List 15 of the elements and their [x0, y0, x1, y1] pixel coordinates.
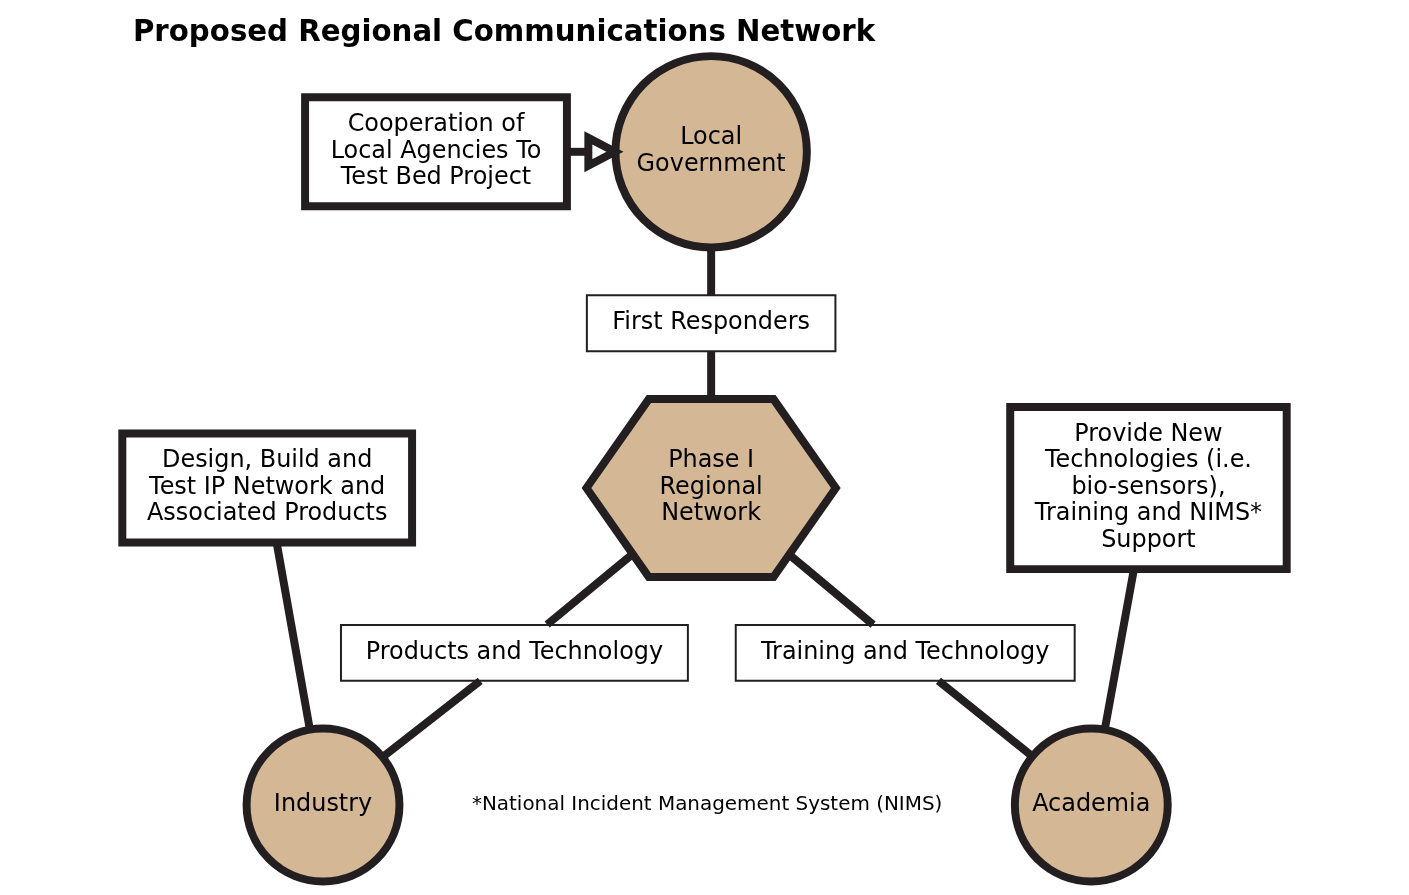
- node-box: First Responders: [585, 294, 837, 353]
- node-circle: Industry: [242, 724, 404, 886]
- node-circle: Academia: [1010, 724, 1172, 886]
- diagram-title: Proposed Regional Communications Network: [132, 13, 876, 48]
- node-box: Products and Technology: [339, 623, 689, 682]
- node-box: Provide New Technologies (i.e. bio-sensors), Training and NIMS* Support: [1006, 403, 1291, 574]
- node-box: Training and Technology: [734, 623, 1076, 682]
- node-circle: Local Government: [611, 52, 811, 252]
- connector: [936, 677, 1035, 760]
- arrow: [567, 131, 624, 173]
- node-box: Cooperation of Local Agencies To Test Bed Project: [301, 93, 571, 211]
- caption: *National Incident Management System (NIMS): [471, 791, 943, 815]
- node-box: Design, Build and Test IP Network and Associated Products: [118, 429, 417, 547]
- connector: [380, 677, 483, 761]
- connector: [544, 551, 635, 628]
